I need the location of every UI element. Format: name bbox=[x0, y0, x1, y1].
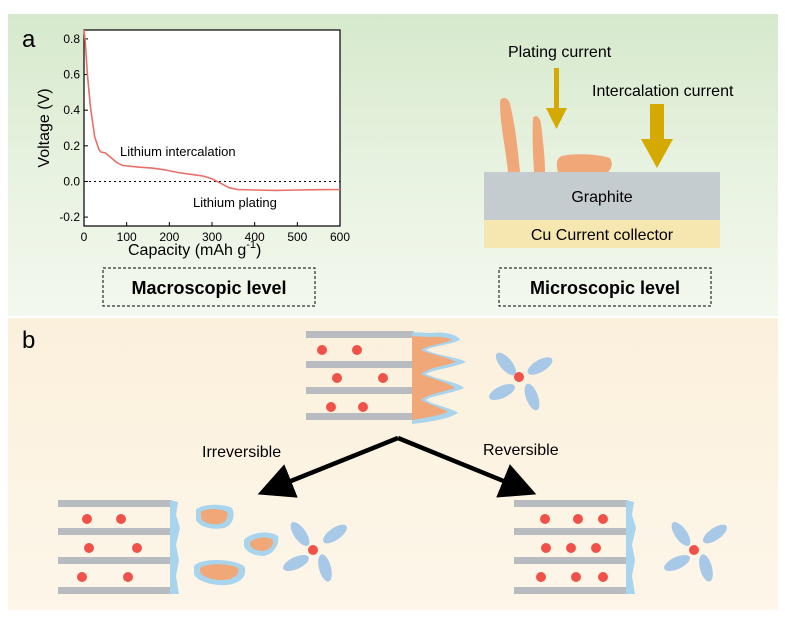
annotation-plating: Lithium plating bbox=[193, 195, 277, 210]
panel-a-label: a bbox=[22, 26, 36, 53]
y-tick-label: 0.6 bbox=[63, 68, 80, 82]
y-axis-title: Voltage (V) bbox=[36, 88, 53, 167]
intercalation-current-label: Intercalation current bbox=[592, 83, 734, 100]
lithium-dendrites bbox=[500, 97, 612, 172]
voltage-chart: 0 100 200 300 400 500 600 -0.2 0.0 0.2 0.4 0.6 0.8 L… bbox=[36, 29, 350, 259]
plating-current-arrow bbox=[546, 68, 567, 129]
x-tick-label: 0 bbox=[81, 230, 88, 244]
graphite-label: Graphite bbox=[571, 189, 632, 206]
dead-lithium-fragments bbox=[194, 504, 279, 586]
solvated-li-cluster-left bbox=[283, 522, 347, 582]
sei-edge-left bbox=[170, 500, 180, 594]
irreversible-state bbox=[58, 500, 347, 594]
y-tick-label: 0.0 bbox=[63, 174, 80, 188]
x-tick-label: 100 bbox=[117, 230, 137, 244]
y-tick-label: 0.2 bbox=[63, 139, 80, 153]
microscopic-label: Microscopic level bbox=[530, 278, 680, 298]
x-tick-label: 400 bbox=[245, 230, 265, 244]
plating-current-label: Plating current bbox=[508, 44, 612, 61]
reversible-label: Reversible bbox=[483, 442, 559, 459]
x-tick-label: 600 bbox=[330, 230, 350, 244]
sei-edge-right bbox=[626, 500, 636, 594]
voltage-curve bbox=[83, 29, 341, 192]
graphite-layer bbox=[484, 172, 720, 220]
x-axis-title: Capacity (mAh g-1) bbox=[128, 239, 261, 259]
x-tick-label: 300 bbox=[202, 230, 222, 244]
microscopic-illustration: Plating current Intercalation current Gr… bbox=[484, 44, 734, 248]
lithium-ions-right bbox=[536, 514, 608, 582]
y-tick-label: 0.4 bbox=[63, 103, 80, 117]
irreversible-arrow bbox=[257, 435, 399, 498]
x-tick-label: 500 bbox=[287, 230, 307, 244]
chart-ticks: 0 100 200 300 400 500 600 -0.2 0.0 0.2 0.4 0.6 0.8 bbox=[59, 32, 350, 244]
reversible-arrow bbox=[397, 435, 537, 498]
x-tick-label: 200 bbox=[159, 230, 179, 244]
graphite-layers-left bbox=[58, 500, 172, 594]
irreversible-label: Irreversible bbox=[202, 444, 281, 461]
current-collector-label: Cu Current collector bbox=[531, 227, 674, 244]
graphite-layers-right bbox=[514, 500, 628, 594]
solvated-li-cluster bbox=[489, 352, 553, 411]
lithium-ions-left bbox=[77, 514, 142, 582]
reversible-state bbox=[514, 500, 727, 594]
intercalation-current-arrow bbox=[641, 104, 673, 168]
current-collector-layer bbox=[484, 220, 720, 248]
macroscopic-box bbox=[102, 267, 316, 307]
plot-frame bbox=[83, 29, 341, 227]
microscopic-box bbox=[498, 267, 712, 307]
solvated-li-cluster-right bbox=[664, 522, 727, 582]
y-tick-label: -0.2 bbox=[59, 210, 80, 224]
y-tick-label: 0.8 bbox=[63, 32, 80, 46]
macroscopic-label: Macroscopic level bbox=[131, 278, 286, 298]
panel-b-label: b bbox=[22, 327, 35, 354]
graphite-layers bbox=[306, 331, 414, 420]
top-graphite-with-plating bbox=[306, 331, 553, 424]
lithium-ions bbox=[317, 345, 388, 412]
plated-lithium bbox=[412, 336, 456, 420]
annotation-intercalation: Lithium intercalation bbox=[120, 144, 236, 159]
